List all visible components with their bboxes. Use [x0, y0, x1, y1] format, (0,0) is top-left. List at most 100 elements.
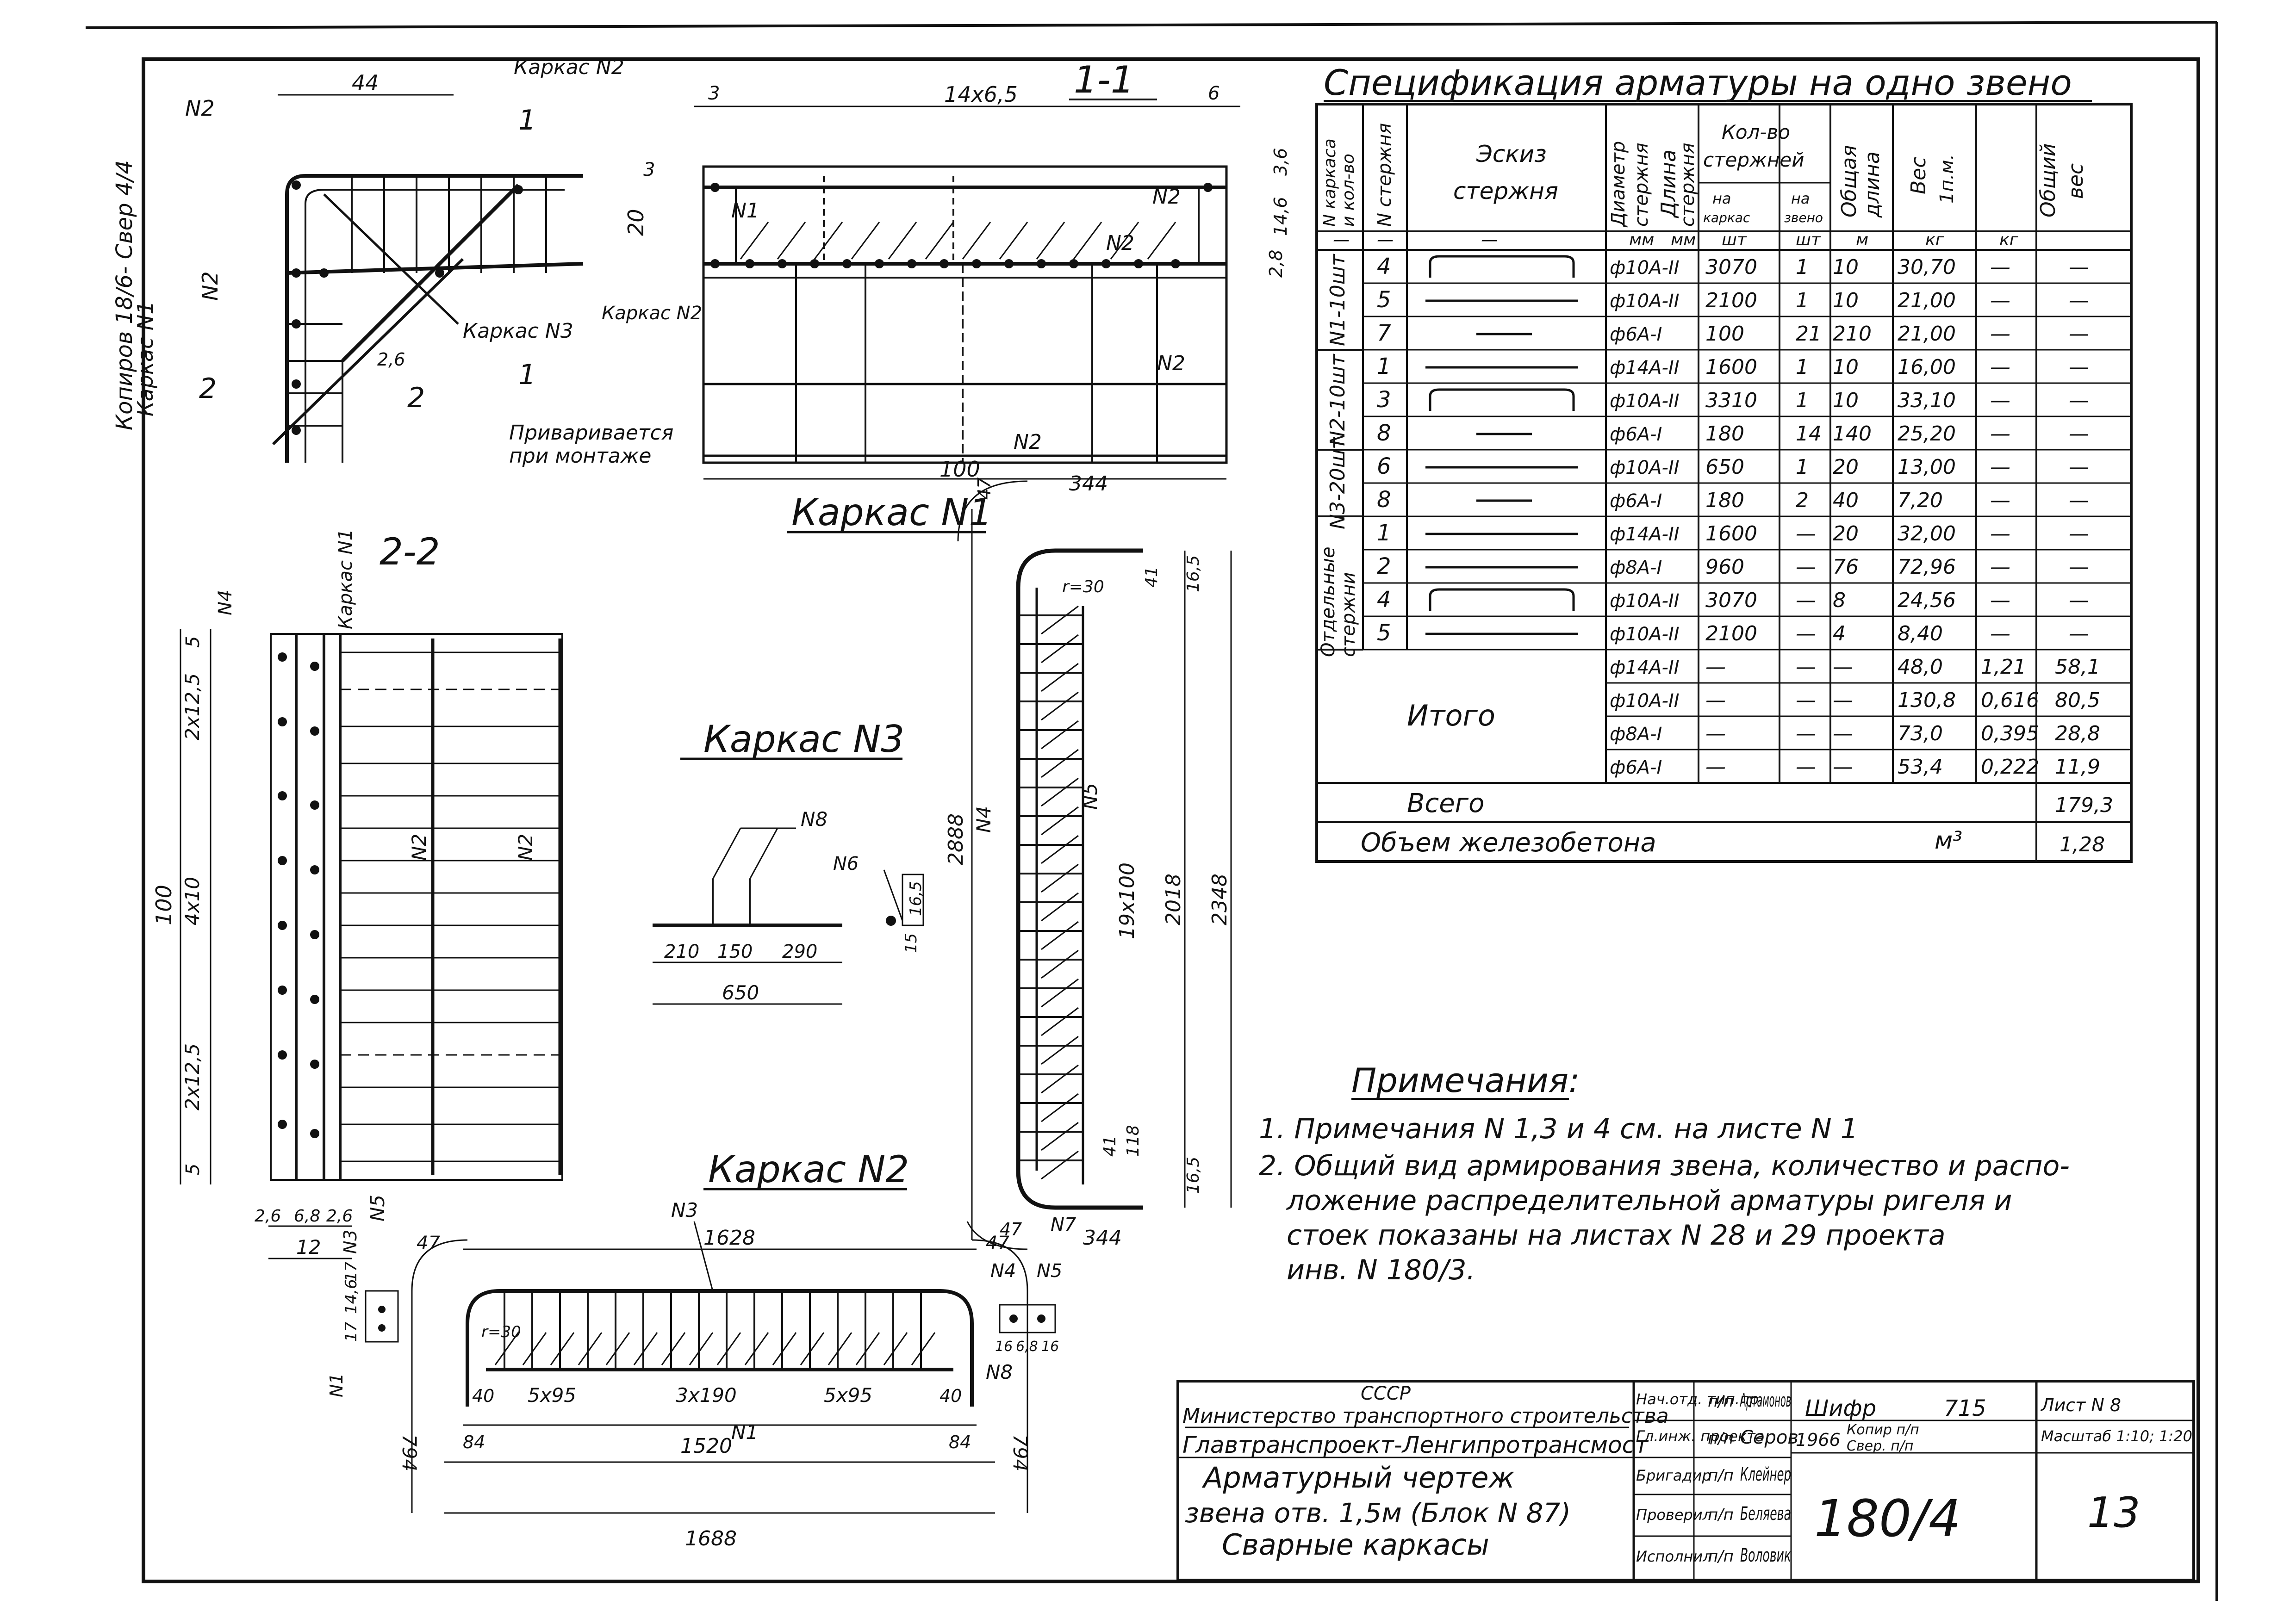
row-w: —	[1990, 555, 2010, 579]
sketch-bent	[1429, 588, 1575, 611]
cut-1-bottom: 1	[518, 359, 536, 391]
dim-2-6-a: 2,6	[255, 1207, 281, 1226]
row-w: —	[1990, 289, 2010, 312]
sketch-bent	[1429, 255, 1575, 278]
row-nz: 40	[1833, 489, 1859, 512]
hdr-diam-2: стержня	[1631, 143, 1652, 227]
row-len: 100	[1705, 322, 1744, 346]
row-total: 21,00	[1898, 322, 1956, 346]
dim-k2-84-right: 84	[949, 1432, 971, 1452]
hdr-karkas-1: N каркаса	[1320, 138, 1339, 227]
dim-k1-r30: r=30	[1062, 577, 1104, 596]
group-label-3-a: Отдельные	[1318, 546, 1339, 657]
itogo-w: 0,222	[1981, 755, 2039, 779]
label-k1-n4: N4	[972, 806, 995, 833]
side-note: Копиров 18/6- Свер 4/4	[112, 160, 137, 430]
obem-value: 1,28	[2060, 833, 2105, 856]
dim-k3-150: 150	[717, 941, 753, 962]
row-diam: ф6А-I	[1610, 324, 1662, 345]
dim-k1-19x100: 19x100	[1115, 862, 1139, 939]
row-nk: 1	[1796, 255, 1809, 279]
stamp-number: 180/4	[1814, 1489, 1961, 1548]
label-privarivaetsya-2: при монтаже	[509, 444, 651, 468]
hdr-nz-1: на	[1791, 190, 1810, 207]
dim-k1-118: 118	[1124, 1125, 1143, 1157]
dim-k1-2888: 2888	[944, 813, 968, 865]
label-k2-n8: N8	[986, 1361, 1013, 1383]
row-w: —	[1990, 389, 2010, 412]
stamp-name-3: Беляева	[1740, 1503, 1791, 1525]
stamp-shifr-value: 715	[1944, 1395, 1986, 1421]
dim-k1-41-bottom: 41	[1101, 1135, 1120, 1157]
label-karkas-n3: Каркас N3	[463, 319, 573, 343]
itogo-total: 53,4	[1898, 755, 1943, 779]
itogo-nz: —	[1833, 722, 1853, 745]
section-2-2: 2-2 5 2x12,5 4x10 2x12,5 5 100 2,6 6,8 2…	[151, 529, 563, 1397]
dim-4x10: 4x10	[181, 877, 204, 925]
row-diam: ф10А-II	[1610, 257, 1680, 279]
row-diam: ф10А-II	[1610, 391, 1680, 412]
karkas-n1-drawing: Каркас N1 47 344 r=30 41 16,5 2888 19x10…	[787, 472, 1232, 1250]
dim-k2-794-left: 794	[398, 1434, 421, 1471]
row-n: 1	[1377, 353, 1391, 379]
unit-1: —	[1377, 230, 1394, 249]
karkas-n2-title: Каркас N2	[708, 1148, 909, 1191]
group-label-2: N3-20шт	[1326, 437, 1350, 529]
row-tw: —	[2069, 389, 2089, 412]
row-nk: —	[1796, 622, 1816, 645]
section-2-2-title: 2-2	[380, 530, 440, 573]
hdr-obsh-2: длина	[1860, 151, 1884, 218]
label-k2-n4: N4	[990, 1260, 1016, 1282]
vsego-value: 179,3	[2055, 794, 2113, 817]
dim-14x6-5: 14x6,5	[944, 82, 1018, 107]
dim-2x12-5-top: 2x12,5	[181, 673, 204, 740]
dim-k2-1688: 1688	[685, 1527, 737, 1550]
row-tw: —	[2069, 489, 2089, 512]
itogo-nk: —	[1796, 688, 1816, 712]
row-nz: 10	[1833, 355, 1859, 379]
label-karkas-n2-sec: Каркас N2	[602, 303, 702, 324]
itogo-len: —	[1705, 655, 1726, 679]
dim-k3-290: 290	[782, 941, 817, 962]
itogo-diam: ф10А-II	[1610, 690, 1680, 712]
note-line-4: стоек показаны на листах N 28 и 29 проек…	[1287, 1219, 1946, 1252]
dim-17-a: 17	[342, 1321, 361, 1342]
row-tw: —	[2069, 255, 2089, 279]
hdr-tw-1: Общий	[2036, 143, 2060, 217]
row-nk: 2	[1796, 489, 1809, 512]
unit-8: кг	[1925, 230, 1945, 249]
unit-5: шт	[1722, 230, 1747, 249]
dim-6-8: 6,8	[294, 1207, 320, 1226]
label-n1-s22: N1	[326, 1373, 347, 1397]
itogo-tw: 28,8	[2055, 722, 2100, 745]
row-total: 33,10	[1898, 389, 1956, 412]
row-nk: —	[1796, 555, 1816, 579]
row-len: 1600	[1705, 522, 1757, 546]
label-karkas-n2: Каркас N2	[514, 56, 624, 79]
dim-6: 6	[1208, 83, 1220, 104]
cut-1-top: 1	[518, 104, 536, 136]
stamp-ussr: СССР	[1361, 1383, 1411, 1404]
row-n: 4	[1377, 254, 1391, 279]
dim-k3-650: 650	[722, 981, 759, 1004]
stamp-kopir: Копир п/п	[1847, 1422, 1919, 1438]
hdr-tw-2: вес	[2064, 163, 2088, 199]
label-k3-n8: N8	[801, 808, 828, 831]
hdr-nk-1: на	[1712, 190, 1731, 207]
sketch-bent	[1429, 388, 1575, 411]
row-n: 4	[1377, 587, 1391, 613]
row-diam: ф10А-II	[1610, 457, 1680, 478]
vsego-label: Всего	[1407, 788, 1484, 818]
itogo-tw: 58,1	[2055, 655, 2100, 679]
sheet-frame	[85, 21, 2218, 1601]
row-tw: —	[2069, 322, 2089, 346]
hdr-eskiz-2: стержня	[1453, 178, 1558, 205]
row-total: 25,20	[1898, 422, 1956, 446]
row-n: 2	[1377, 553, 1391, 579]
row-total: 16,00	[1898, 355, 1956, 379]
label-k2-n5: N5	[1037, 1260, 1062, 1282]
row-total: 24,56	[1898, 589, 1956, 612]
hdr-dlina-2: стержня	[1677, 143, 1699, 227]
row-n: 7	[1377, 320, 1391, 346]
stamp-year: 1966	[1796, 1430, 1841, 1450]
